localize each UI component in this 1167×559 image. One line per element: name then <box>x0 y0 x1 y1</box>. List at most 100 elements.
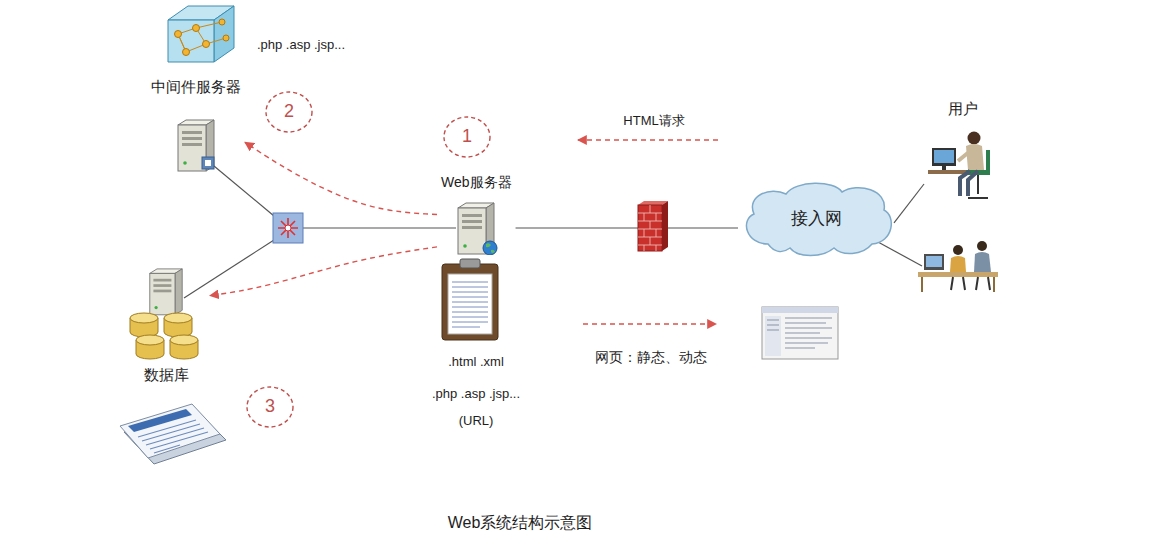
person-body <box>966 144 984 170</box>
annotation-label: .php .asp .jsp... <box>432 386 520 402</box>
disk-top <box>170 335 198 345</box>
users-icon <box>950 256 966 272</box>
callout-number: 2 <box>284 101 294 123</box>
cube-icon <box>219 19 225 25</box>
person-legs <box>960 171 978 196</box>
server-side <box>175 269 182 315</box>
person-arm <box>958 152 969 161</box>
drive-bay <box>462 220 482 223</box>
desk <box>928 170 966 174</box>
globe-badge <box>483 241 497 255</box>
node-label: 中间件服务器 <box>151 78 241 96</box>
module-badge <box>205 160 211 166</box>
drive-bay <box>182 137 202 140</box>
node-label: Web服务器 <box>441 173 512 191</box>
users-icon <box>922 277 994 292</box>
users-icon <box>918 241 998 292</box>
callout-circle <box>444 117 490 157</box>
callout-number: 1 <box>462 126 472 148</box>
server-node: Web服务器 <box>437 173 516 255</box>
flow-arrow <box>578 140 718 324</box>
cloud-node: 接入网 <box>738 180 894 258</box>
switch-icon <box>278 218 298 238</box>
cube-icon <box>223 35 229 41</box>
server-icon <box>458 203 497 255</box>
cloud-outline <box>746 183 891 255</box>
annotation-label: .html .xml <box>448 354 504 370</box>
callout-number: 3 <box>265 396 275 418</box>
request-arrow <box>210 247 437 296</box>
webpage-icon <box>762 307 838 313</box>
users-icon <box>926 256 942 267</box>
cube-icon <box>203 41 210 48</box>
network-wire <box>184 240 274 298</box>
node-label: 接入网 <box>791 210 842 228</box>
server-front <box>458 208 486 254</box>
middleware-icon <box>174 118 218 172</box>
cube-icon <box>214 6 234 62</box>
newspaper-icon <box>120 404 220 458</box>
drive-bay <box>462 226 482 229</box>
web-icon <box>454 201 498 255</box>
disk-top <box>136 335 164 345</box>
drive-bay <box>182 131 202 134</box>
callout-circle <box>247 387 293 427</box>
webpage-icon <box>767 318 832 348</box>
users-icon <box>924 254 944 270</box>
drive-bay <box>182 143 202 146</box>
disk-top <box>130 313 158 323</box>
cube-icon <box>183 49 190 56</box>
cube-icon <box>175 31 182 38</box>
drive-bay <box>153 290 171 293</box>
disk-icon <box>136 335 164 359</box>
annotation-label: HTML请求 <box>623 113 684 129</box>
firewall-icon <box>638 205 662 251</box>
clipboard-icon <box>442 259 498 340</box>
cube-icon <box>168 20 214 62</box>
annotation-label: (URL) <box>459 413 494 429</box>
disk-icon <box>164 313 192 337</box>
network-wire <box>184 166 922 298</box>
server-icon <box>150 269 182 315</box>
server-node: 用户 <box>924 100 1002 204</box>
monitor-stand <box>942 166 946 170</box>
newspaper-icon <box>120 404 226 464</box>
drive-bay <box>153 279 171 282</box>
drive-bay <box>153 284 171 287</box>
node-label: 数据库 <box>144 366 189 384</box>
network-link <box>894 184 924 223</box>
db-icon <box>126 268 206 360</box>
users-icon <box>951 277 990 290</box>
switch-icon <box>285 225 291 231</box>
users-icon <box>953 245 963 255</box>
user-icon <box>928 124 998 204</box>
network-wire <box>303 227 456 228</box>
network-wire <box>878 242 922 266</box>
server-front <box>150 273 175 314</box>
node-label: 用户 <box>948 100 978 118</box>
firewall-icon <box>638 201 668 251</box>
server-icon <box>178 120 214 171</box>
cube-icon <box>168 6 234 62</box>
power-led <box>183 161 187 165</box>
users-icon <box>977 241 987 251</box>
network-wire <box>214 166 274 216</box>
clipboard-icon <box>448 274 492 334</box>
cube-icon <box>193 25 200 32</box>
globe-land <box>486 243 495 253</box>
webpage-icon <box>762 307 838 359</box>
caption: Web系统结构示意图 <box>448 513 593 534</box>
newspaper-icon <box>138 420 208 453</box>
module-badge <box>202 157 214 169</box>
disk-icon <box>170 335 198 359</box>
flow-arrow <box>583 323 716 324</box>
annotation-label: 网页：静态、动态 <box>595 349 707 366</box>
callout-circle <box>266 92 312 132</box>
clipboard-icon <box>442 264 498 340</box>
server-node: 中间件服务器 <box>147 78 245 172</box>
users-icon <box>918 272 998 277</box>
firewall-icon <box>662 201 668 251</box>
switch-icon <box>273 213 303 243</box>
clipboard-icon <box>452 282 488 327</box>
cube-icon <box>178 22 226 52</box>
